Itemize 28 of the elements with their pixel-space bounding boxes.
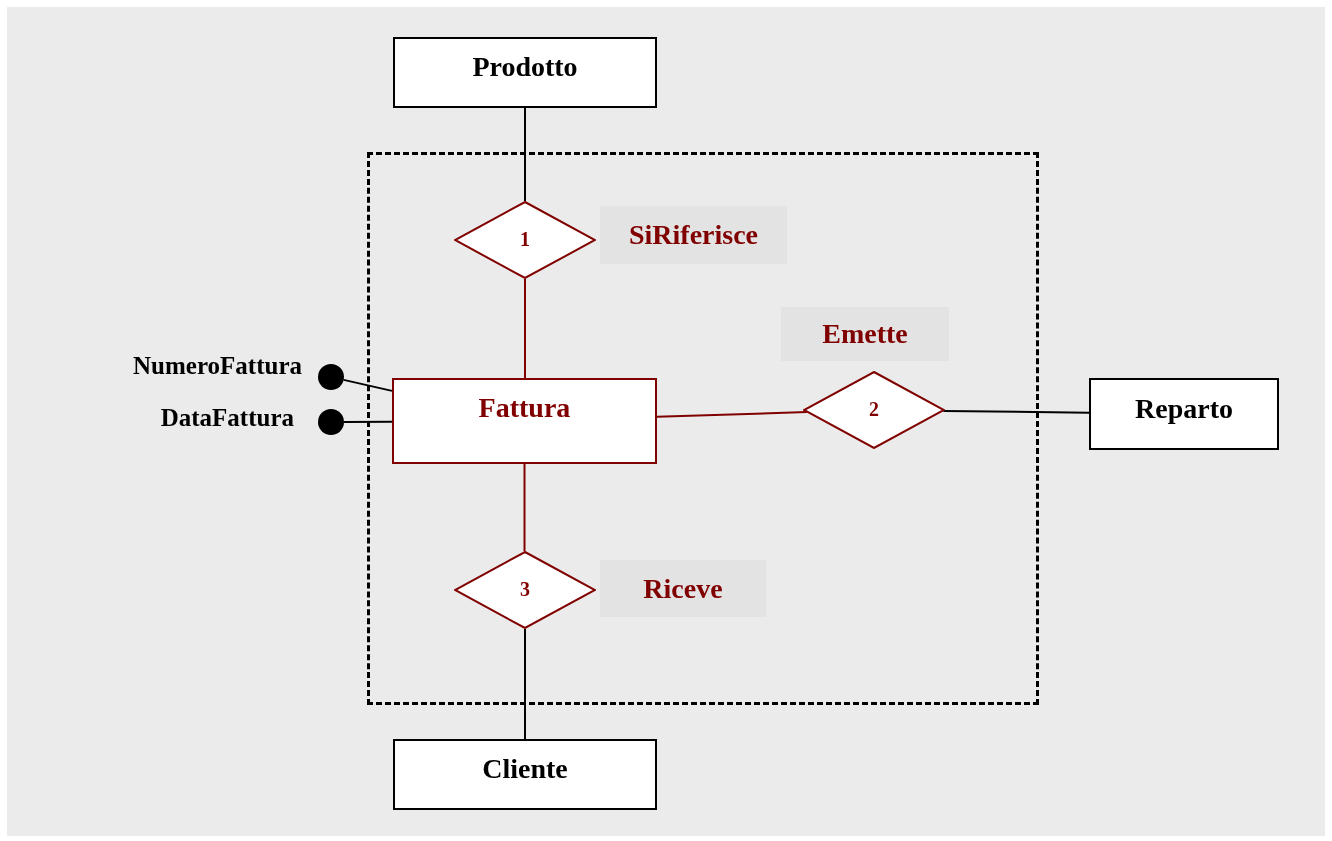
relationship-diamond bbox=[803, 371, 945, 449]
entity-box bbox=[392, 378, 657, 464]
connector-line bbox=[342, 378, 393, 392]
relationship-diamond bbox=[454, 551, 596, 629]
relationship-name: Riceve bbox=[600, 560, 766, 617]
connector-line bbox=[656, 411, 808, 418]
relationship-name: Emette bbox=[781, 307, 949, 361]
entity-box bbox=[393, 739, 657, 810]
connector-line bbox=[523, 463, 526, 553]
connector-line bbox=[942, 409, 1090, 414]
connector-line bbox=[524, 107, 526, 202]
entity-box bbox=[1089, 378, 1279, 450]
entity-name: Fattura bbox=[478, 392, 571, 424]
relationship-number: 3 bbox=[520, 578, 530, 601]
relationship-name: SiRiferisce bbox=[600, 206, 787, 264]
entity-box bbox=[393, 37, 657, 108]
entity-name: Cliente bbox=[482, 753, 568, 785]
connector-line bbox=[343, 420, 393, 423]
attribute-name: DataFattura bbox=[159, 403, 294, 433]
connector-line bbox=[524, 278, 526, 379]
entity-name: Prodotto bbox=[472, 51, 578, 83]
relationship-number: 1 bbox=[520, 228, 530, 251]
attribute-name: NumeroFattura bbox=[132, 351, 302, 381]
relationship-diamond bbox=[454, 201, 596, 279]
relationship-number: 2 bbox=[869, 398, 879, 421]
entity-name: Reparto bbox=[1135, 393, 1233, 425]
connector-line bbox=[524, 628, 526, 740]
dashed-boundary bbox=[367, 152, 1039, 705]
